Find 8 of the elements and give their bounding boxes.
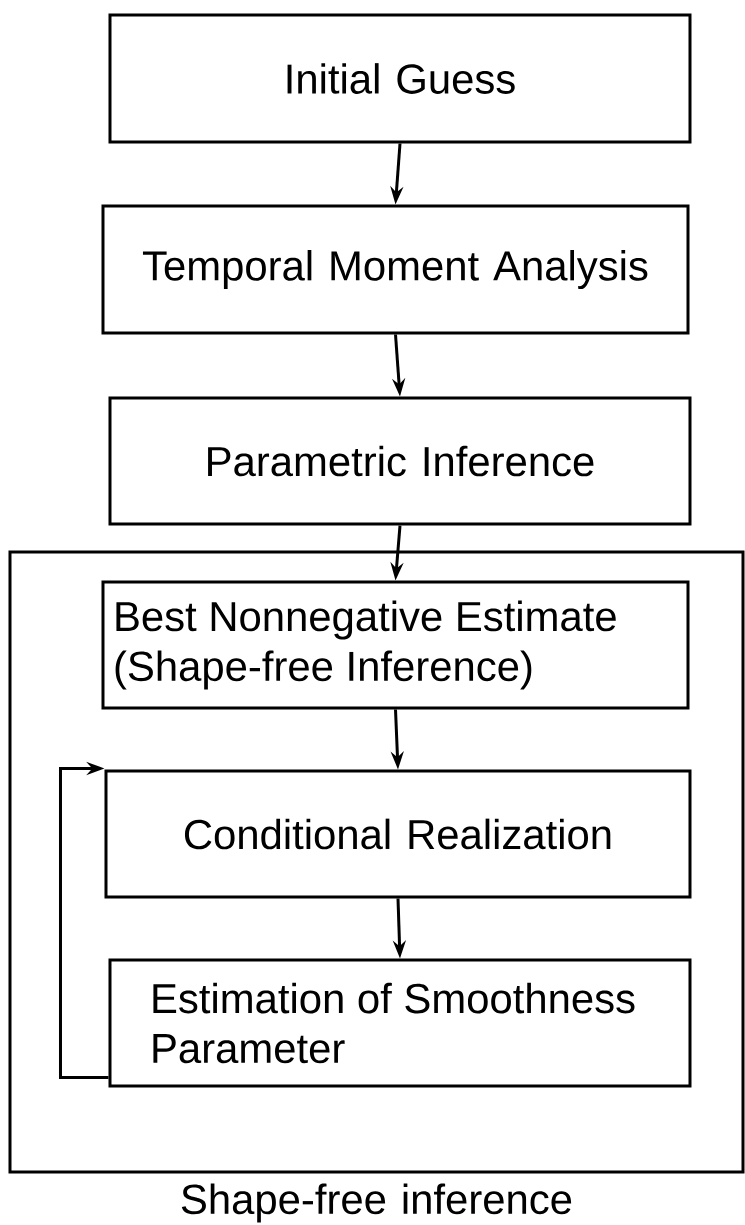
- arrow: [59, 761, 109, 1079]
- process-box: Initial Guess: [108, 13, 692, 144]
- process-box: Conditional Realization: [104, 769, 692, 899]
- process-box: Estimation of Smoothness Parameter: [108, 958, 692, 1088]
- group-label: Shape-free inference: [181, 1183, 572, 1223]
- process-box: Temporal Moment Analysis: [101, 204, 690, 335]
- process-box: Best Nonnegative Estimate (Shape-free Inference): [101, 580, 690, 710]
- process-box: Parametric Inference: [108, 396, 692, 526]
